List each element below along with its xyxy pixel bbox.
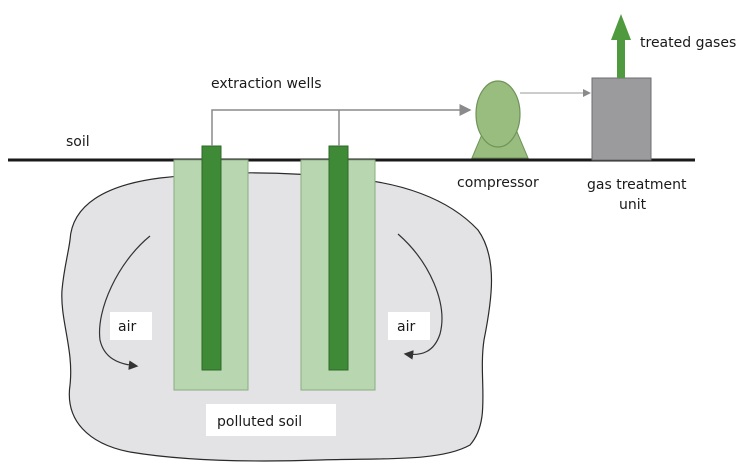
polluted-soil-zone — [61, 172, 493, 462]
air-label-left-bg — [110, 312, 152, 340]
gas-treatment-label-line2: unit — [619, 197, 647, 213]
airflow-arrow-right — [397, 233, 443, 360]
well-pipe-left — [201, 145, 222, 371]
treated-gases-label: treated gases — [640, 35, 736, 51]
compressor-label: compressor — [457, 175, 539, 191]
extraction-wells-label: extraction wells — [211, 76, 322, 92]
treated-gases-arrow-shaft — [617, 36, 625, 78]
air-label-right: air — [397, 319, 415, 335]
well-pipe-right — [328, 145, 349, 371]
extraction-pipe — [211, 104, 472, 146]
soil-label: soil — [66, 134, 90, 150]
airflow-arrow-left — [98, 235, 151, 370]
compressor-icon — [475, 80, 521, 148]
treated-gases-arrow-head — [611, 14, 631, 40]
gas-treatment-label-line1: gas treatment — [587, 177, 687, 193]
polluted-soil-label-bg — [206, 404, 336, 436]
polluted-soil-label: polluted soil — [217, 414, 302, 430]
air-label-right-bg — [388, 312, 430, 340]
air-label-left: air — [118, 319, 136, 335]
gas-treatment-unit — [591, 77, 652, 161]
